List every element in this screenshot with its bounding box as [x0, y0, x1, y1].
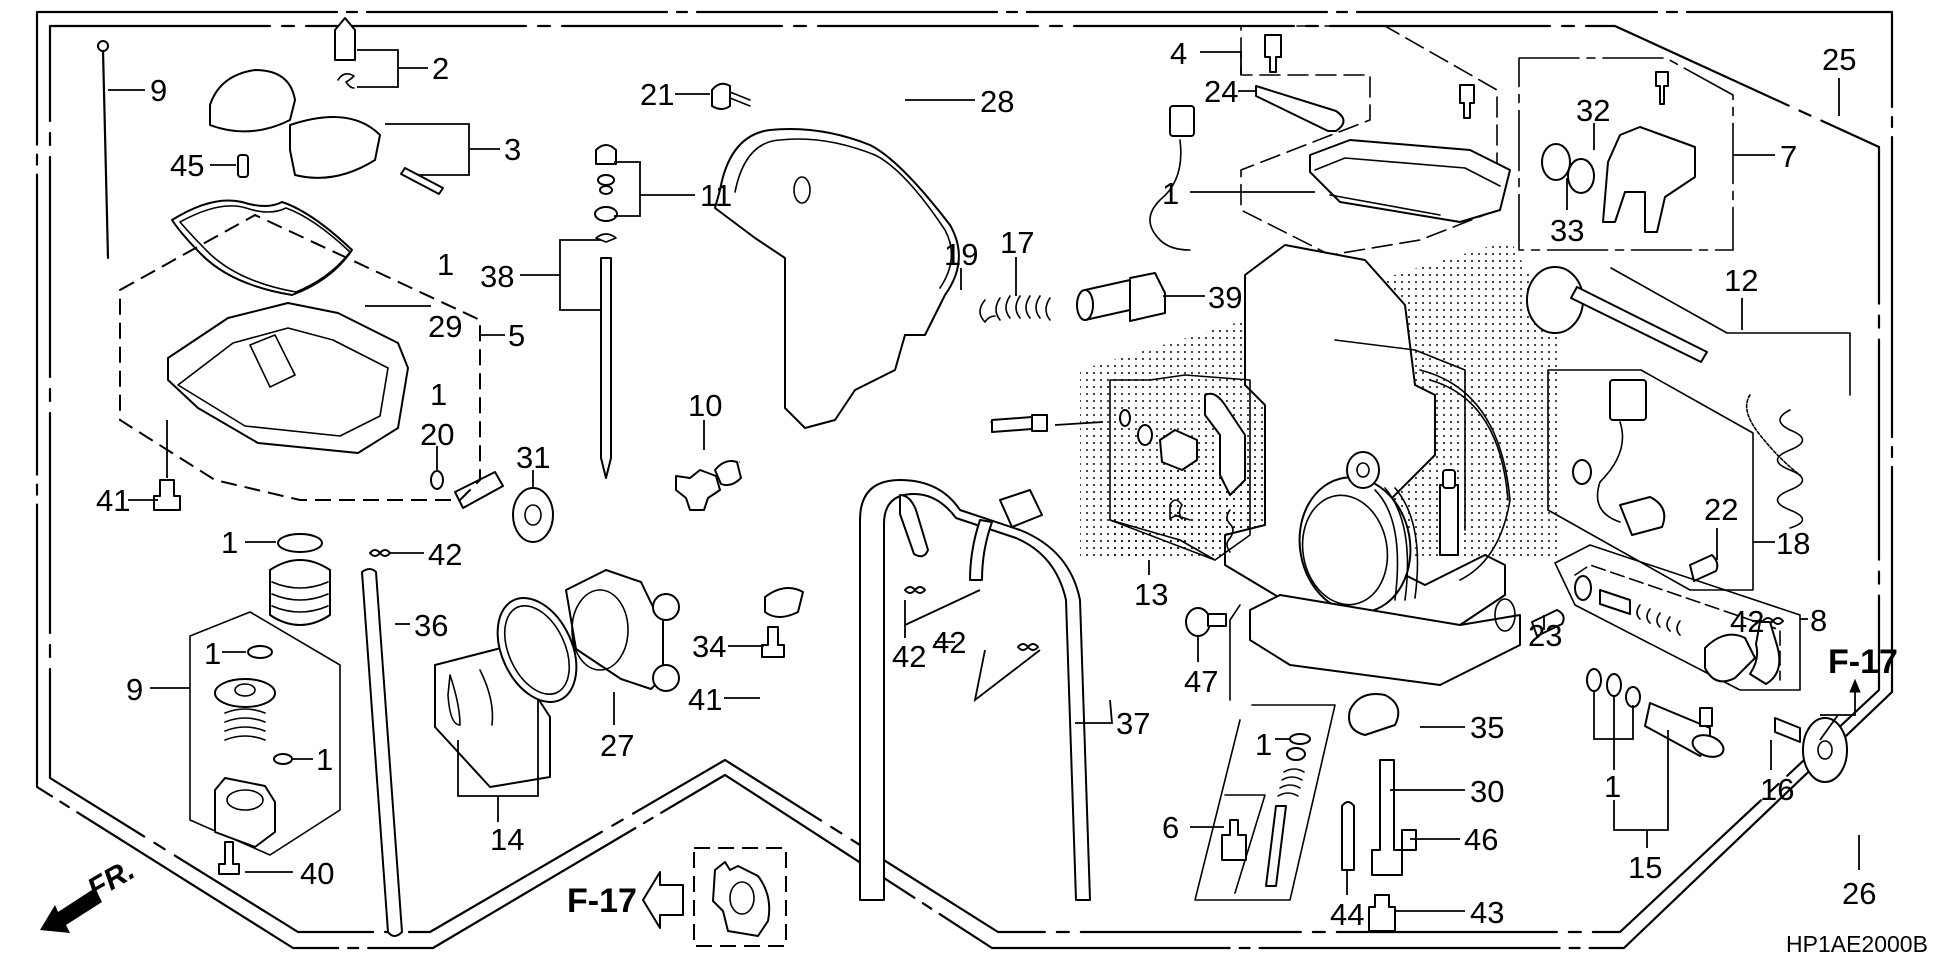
callout-32: 32: [1576, 93, 1610, 128]
callout-1: 1: [1604, 769, 1621, 804]
reference-label: F-17: [567, 882, 637, 920]
callout-18: 18: [1776, 526, 1810, 561]
pump-cover-group: [434, 487, 804, 788]
callout-3: 3: [504, 132, 521, 167]
callout-38: 38: [480, 259, 514, 294]
hose-36: [361, 568, 403, 937]
callout-11: 11: [700, 178, 732, 213]
callout-17: 17: [1000, 225, 1034, 260]
arrow-up-icon: [1849, 678, 1861, 693]
arrow-left-icon: [642, 871, 684, 929]
front-indicator: FR.: [40, 853, 140, 933]
drawing-code: HP1AE2000B: [1786, 931, 1928, 957]
group-box-8: [1554, 544, 1801, 691]
callout-1: 1: [430, 377, 447, 412]
callout-1: 1: [204, 636, 221, 671]
callout-35: 35: [1470, 710, 1504, 745]
callout-29: 29: [428, 309, 462, 344]
parts-15-16: [1586, 668, 1848, 783]
callout-42: 42: [932, 625, 966, 660]
callout-6: 6: [1162, 810, 1179, 845]
callout-47: 47: [1184, 664, 1218, 699]
callout-1: 1: [1255, 727, 1272, 762]
callout-1: 1: [316, 742, 333, 777]
callout-1: 1: [437, 247, 454, 282]
callout-30: 30: [1470, 774, 1504, 809]
callout-33: 33: [1550, 213, 1584, 248]
group-box-5: [119, 213, 481, 501]
callout-19: 19: [944, 237, 978, 272]
callout-27: 27: [600, 728, 634, 763]
reference-label: F-17: [1828, 643, 1898, 681]
jet-group: [1185, 604, 1565, 932]
cover-28: [711, 82, 960, 429]
callout-9: 9: [126, 672, 143, 707]
callout-39: 39: [1208, 280, 1242, 315]
outer-frame: [35, 10, 1894, 950]
callout-21: 21: [640, 77, 674, 112]
spring-17: [979, 295, 1051, 323]
callout-16: 16: [1760, 772, 1794, 807]
callout-34: 34: [692, 629, 726, 664]
group-box-7: [1518, 57, 1734, 251]
callout-24: 24: [1204, 74, 1238, 109]
top-cover-group: [1240, 25, 1511, 256]
callout-42: 42: [1730, 604, 1764, 639]
callout-9: 9: [150, 73, 167, 108]
callout-2: 2: [432, 51, 449, 86]
callout-42: 42: [428, 537, 462, 572]
callout-15: 15: [1628, 850, 1662, 885]
leader-lines: [108, 49, 1860, 912]
callout-1: 1: [221, 525, 238, 560]
callout-12: 12: [1724, 263, 1758, 298]
reference-f17-right: F-17: [1828, 643, 1898, 693]
callout-1: 1: [1162, 176, 1179, 211]
callout-40: 40: [300, 856, 334, 891]
callout-41: 41: [96, 483, 130, 518]
callout-37: 37: [1116, 706, 1150, 741]
callout-22: 22: [1704, 492, 1738, 527]
callout-28: 28: [980, 84, 1014, 119]
callout-7: 7: [1780, 139, 1797, 174]
callout-5: 5: [508, 318, 525, 353]
callout-13: 13: [1134, 577, 1168, 612]
callout-20: 20: [420, 417, 454, 452]
callout-23: 23: [1528, 618, 1562, 653]
plunger-group-12: [1526, 266, 1851, 529]
callout-36: 36: [414, 608, 448, 643]
hose-37: [859, 479, 1091, 901]
group-box-18: [1547, 369, 1754, 591]
callout-45: 45: [170, 148, 204, 183]
carburetor-body: [1224, 244, 1521, 686]
arrow-front-icon: [40, 888, 102, 933]
callout-43: 43: [1470, 895, 1504, 930]
callout-31: 31: [516, 440, 550, 475]
float-bowl-group: [97, 17, 504, 511]
callout-25: 25: [1822, 42, 1856, 77]
needle-group: [594, 144, 618, 479]
callout-4: 4: [1170, 36, 1187, 71]
callout-41: 41: [688, 682, 722, 717]
callout-10: 10: [688, 388, 722, 423]
callout-44: 44: [1330, 897, 1364, 932]
sensor-39: [1076, 105, 1195, 322]
callout-46: 46: [1464, 822, 1498, 857]
callout-8: 8: [1810, 603, 1827, 638]
reference-f17-bottom: F-17: [567, 847, 787, 947]
callout-26: 26: [1842, 876, 1876, 911]
accelerator-pump-group: [189, 533, 341, 875]
callout-42: 42: [892, 639, 926, 674]
callout-14: 14: [490, 822, 524, 857]
throttle-cable-10: [675, 414, 1104, 511]
group-box-13: [1109, 374, 1251, 561]
